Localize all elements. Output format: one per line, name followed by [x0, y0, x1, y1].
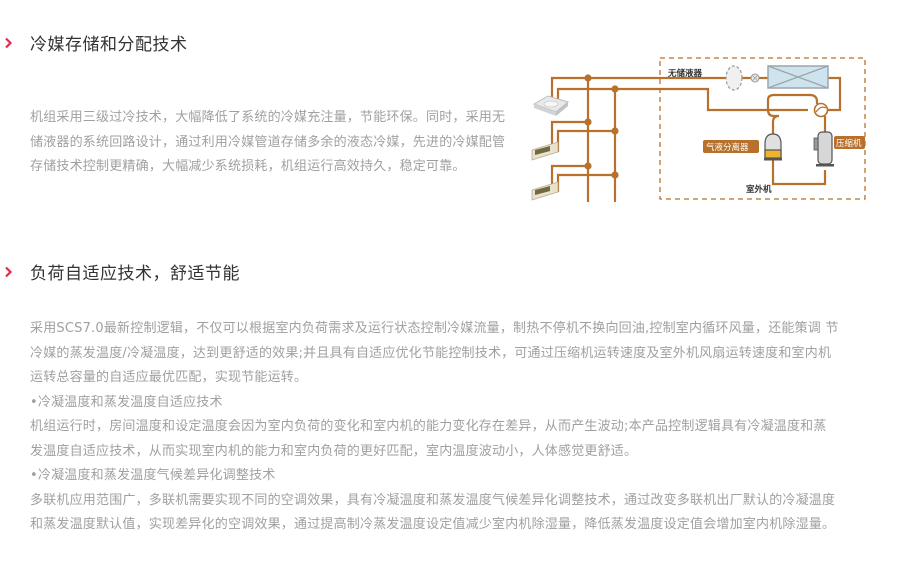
section-title-refrigerant: 冷媒存储和分配技术	[0, 30, 188, 55]
section-title-text: 冷媒存储和分配技术	[30, 35, 188, 55]
paragraph-line: 和蒸发温度默认值，实现差异化的空调效果，通过提高制冷蒸发温度设定值减少室内机除湿…	[30, 517, 836, 532]
section-paragraph-refrigerant: 机组采用三级过冷技术，大幅降低了系统的冷媒充注量，节能环保。同时，采用无 储液器…	[30, 106, 505, 180]
paragraph-line: 发温度自适应技术，从而实现室内机的能力和室内负荷的更好匹配，室内温度波动小，人体…	[30, 443, 638, 459]
paragraph-line: 储液器的系统回路设计，通过利用冷媒管道存储多余的液态冷媒，先进的冷媒配管	[30, 134, 506, 150]
paragraph-line: 多联机应用范围广，多联机需要实现不同的空调效果，具有冷凝温度和蒸发温度气候差异化…	[30, 492, 836, 508]
chevron-right-icon	[0, 262, 24, 282]
label-compressor: 压缩机	[836, 138, 862, 149]
paragraph-line: 运转总容量的自适应最优匹配，实现节能运转。	[30, 370, 308, 385]
gas-liquid-separator-icon	[764, 133, 782, 161]
section-title-text: 负荷自适应技术，舒适节能	[30, 264, 240, 284]
cassette-indoor-unit-icon	[532, 95, 570, 116]
paragraph-line: 冷媒的蒸发温度/冷凝温度，达到更舒适的效果;并且具有自适应优化节能控制技术，可通…	[30, 345, 832, 361]
paragraph-line: 采用SCS7.0最新控制逻辑，不仅可以根据室内负荷需求及运行状态控制冷媒流量，制…	[30, 321, 839, 336]
chevron-right-icon	[0, 33, 24, 53]
bullet-heading: •冷凝温度和蒸发温度气候差异化调整技术	[30, 468, 276, 483]
label-no-receiver: 无储液器	[667, 68, 703, 79]
paragraph-line: 机组采用三级过冷技术，大幅降低了系统的冷媒充注量，节能环保。同时，采用无	[30, 110, 506, 125]
compressor-icon	[813, 131, 834, 167]
duct-indoor-unit-icon	[531, 141, 559, 161]
duct-indoor-unit-icon	[531, 181, 559, 201]
refrigerant-system-diagram: 无储液器 气液分离器 压缩机 室外机	[528, 52, 868, 212]
paragraph-line: 机组运行时，房间温度和设定温度会因为室内负荷的变化和室内机的能力变化存在差异，从…	[30, 419, 827, 434]
bullet-heading: •冷凝温度和蒸发温度自适应技术	[30, 394, 223, 410]
label-outdoor-unit: 室外机	[746, 184, 772, 195]
label-gas-liquid-separator: 气液分离器	[706, 142, 749, 153]
section-title-load-adaptive: 负荷自适应技术，舒适节能	[0, 259, 240, 284]
paragraph-line: 存储技术控制更精确，大幅减少系统损耗，机组运行高效持久，稳定可靠。	[30, 159, 466, 174]
section-paragraph-load-adaptive: 采用SCS7.0最新控制逻辑，不仅可以根据室内负荷需求及运行状态控制冷媒流量，制…	[30, 317, 839, 538]
